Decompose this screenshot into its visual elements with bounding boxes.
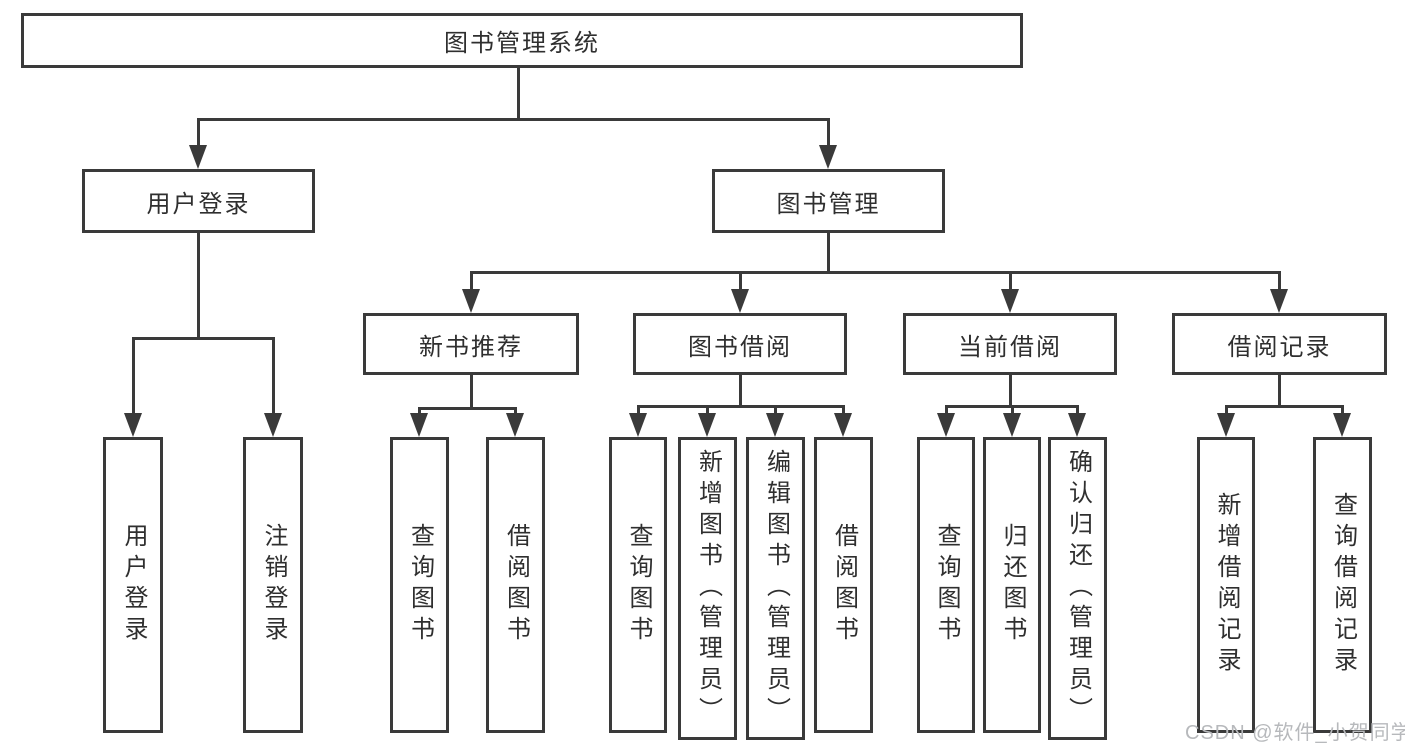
leaf-logout: 注销登录 (243, 437, 303, 733)
leaf-borrow-query-label: 查询图书 (625, 523, 652, 647)
connector-line (1076, 405, 1079, 415)
arrow-down-icon (1217, 413, 1235, 437)
node-current-borrow-label: 当前借阅 (958, 333, 1062, 361)
arrow-down-icon (819, 145, 837, 169)
arrow-down-icon (462, 289, 480, 313)
leaf-record-add: 新增借阅记录 (1197, 437, 1255, 733)
node-book-borrow: 图书借阅 (633, 313, 847, 375)
connector-line (418, 407, 421, 415)
arrow-down-icon (937, 413, 955, 437)
arrow-down-icon (834, 413, 852, 437)
connector-line (197, 233, 200, 337)
leaf-newbook-query-label: 查询图书 (406, 523, 434, 647)
leaf-newbook-borrow: 借阅图书 (486, 437, 545, 733)
leaf-user-login-label: 用户登录 (120, 523, 147, 647)
arrow-down-icon (698, 413, 716, 437)
connector-line (470, 271, 1280, 274)
connector-line (418, 407, 517, 410)
connector-line (1011, 405, 1014, 415)
connector-line (739, 271, 742, 291)
leaf-borrow-query: 查询图书 (609, 437, 667, 733)
arrow-down-icon (410, 413, 428, 437)
leaf-record-add-label: 新增借阅记录 (1213, 492, 1240, 678)
connector-line (132, 337, 135, 417)
arrow-down-icon (1003, 413, 1021, 437)
node-current-borrow: 当前借阅 (903, 313, 1117, 375)
connector-line (1225, 405, 1228, 415)
leaf-record-query-label: 查询借阅记录 (1329, 492, 1357, 678)
connector-line (945, 405, 948, 415)
connector-line (637, 405, 845, 408)
node-new-book-recommend: 新书推荐 (363, 313, 579, 375)
node-book-management: 图书管理 (712, 169, 945, 233)
connector-line (827, 118, 830, 148)
leaf-newbook-query: 查询图书 (390, 437, 449, 733)
arrow-down-icon (189, 145, 207, 169)
connector-line (514, 407, 517, 415)
arrow-down-icon (124, 413, 142, 437)
connector-line (1341, 405, 1344, 415)
leaf-newbook-borrow-label: 借阅图书 (502, 523, 530, 647)
connector-line (197, 118, 830, 121)
leaf-current-return-label: 归还图书 (999, 523, 1026, 647)
connector-line (470, 375, 473, 407)
leaf-current-return: 归还图书 (983, 437, 1041, 733)
connector-line (272, 337, 275, 417)
connector-line (774, 405, 777, 415)
arrow-down-icon (766, 413, 784, 437)
node-new-book-recommend-label: 新书推荐 (419, 333, 523, 361)
leaf-current-query-label: 查询图书 (933, 523, 960, 647)
connector-line (1009, 375, 1012, 405)
leaf-current-confirm-admin-label: 确认归还（管理员） (1064, 449, 1092, 728)
arrow-down-icon (506, 413, 524, 437)
connector-line (1225, 405, 1344, 408)
leaf-logout-label: 注销登录 (260, 523, 287, 647)
connector-line (1009, 271, 1012, 291)
connector-line (1278, 375, 1281, 405)
connector-line (827, 233, 830, 271)
leaf-record-query: 查询借阅记录 (1313, 437, 1372, 733)
connector-line (842, 405, 845, 415)
leaf-borrow-add-admin: 新增图书（管理员） (678, 437, 737, 740)
node-book-borrow-label: 图书借阅 (688, 333, 792, 361)
connector-line (470, 271, 473, 291)
arrow-down-icon (264, 413, 282, 437)
connector-line (517, 66, 520, 118)
arrow-down-icon (731, 289, 749, 313)
connector-line (132, 337, 275, 340)
arrow-down-icon (629, 413, 647, 437)
leaf-borrow-book-label: 借阅图书 (830, 523, 858, 647)
node-book-management-label: 图书管理 (776, 190, 881, 218)
leaf-borrow-book: 借阅图书 (814, 437, 873, 733)
arrow-down-icon (1001, 289, 1019, 313)
arrow-down-icon (1333, 413, 1351, 437)
leaf-user-login: 用户登录 (103, 437, 163, 733)
node-borrow-records-label: 借阅记录 (1227, 333, 1332, 361)
node-root-label: 图书管理系统 (444, 30, 600, 57)
connector-line (1278, 271, 1281, 291)
leaf-borrow-edit-admin: 编辑图书（管理员） (746, 437, 805, 740)
leaf-current-query: 查询图书 (917, 437, 975, 733)
node-user-login-label: 用户登录 (146, 190, 251, 218)
node-user-login: 用户登录 (82, 169, 315, 233)
leaf-borrow-add-admin-label: 新增图书（管理员） (694, 449, 722, 728)
leaf-current-confirm-admin: 确认归还（管理员） (1048, 437, 1107, 740)
node-borrow-records: 借阅记录 (1172, 313, 1387, 375)
csdn-watermark: CSDN @软件_小贺同学 (1185, 722, 1405, 744)
connector-line (637, 405, 640, 415)
node-root: 图书管理系统 (21, 13, 1023, 68)
connector-line (739, 375, 742, 405)
connector-line (706, 405, 709, 415)
leaf-borrow-edit-admin-label: 编辑图书（管理员） (762, 449, 790, 728)
connector-line (197, 118, 200, 148)
arrow-down-icon (1270, 289, 1288, 313)
arrow-down-icon (1068, 413, 1086, 437)
